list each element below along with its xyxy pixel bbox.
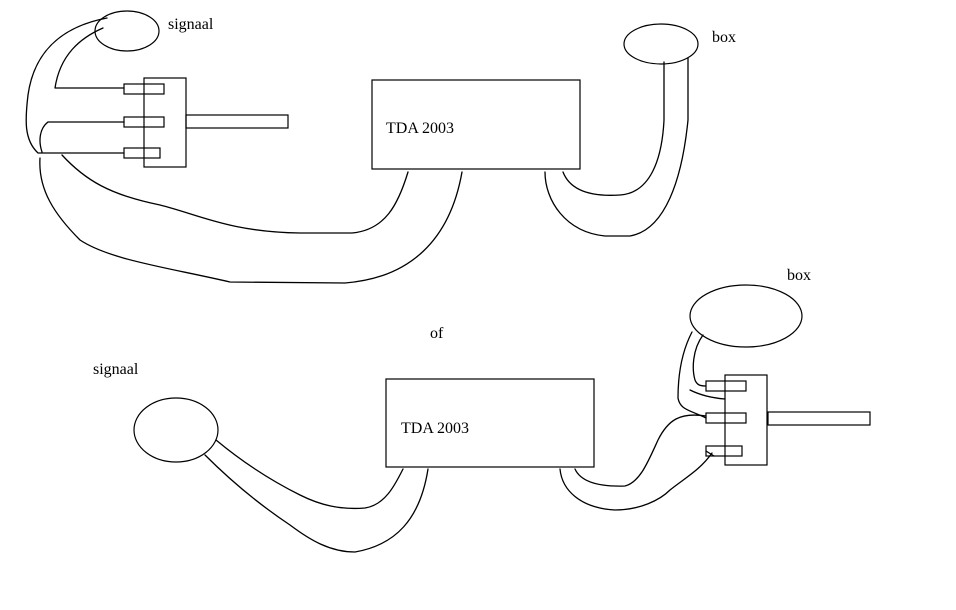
top-jack-chip-wire-outer: [39, 157, 463, 284]
bottom-signal-chip-wire-inner: [215, 439, 404, 510]
bottom-box-jack-wire-c: [689, 389, 726, 400]
bottom-signal-source: [133, 397, 219, 463]
top-chip-label: TDA 2003: [386, 120, 454, 137]
bottom-signal-label: signaal: [93, 361, 139, 378]
top-signal-source: [94, 10, 160, 52]
bottom-tda-chip: [385, 378, 595, 468]
top-jack-chip-wire-inner: [61, 154, 409, 234]
bottom-signal-chip-wire-outer: [204, 454, 429, 553]
bottom-box-jack-wire-b: [677, 331, 707, 419]
bottom-chip-jack-wire-inner: [574, 414, 707, 487]
top-signal-wire-a: [54, 27, 125, 89]
top-signal-wire-d: [39, 121, 49, 153]
bottom-box-label: box: [787, 267, 811, 284]
top-signal-wire-b: [25, 17, 125, 154]
top-chip-box-wire-outer: [544, 57, 689, 237]
top-box-label: box: [712, 29, 736, 46]
bottom-jack-connector: [705, 374, 871, 466]
top-chip-box-wire-inner: [562, 61, 665, 196]
bottom-chip-label: TDA 2003: [401, 420, 469, 437]
separator-label: of: [430, 325, 444, 342]
bottom-box-jack-wire-a: [692, 334, 707, 387]
bottom-chip-jack-wire-outer: [559, 452, 713, 511]
bottom-box: [689, 284, 803, 348]
top-box: [623, 23, 699, 65]
top-variant: signaal TDA 2003 box: [25, 10, 736, 284]
top-jack-connector: [123, 77, 289, 168]
top-signal-label: signaal: [168, 16, 214, 33]
bottom-variant: signaal TDA 2003 box: [93, 267, 871, 553]
bottom-box-jack-wire-d: [705, 450, 715, 457]
top-tda-chip: [371, 79, 581, 170]
